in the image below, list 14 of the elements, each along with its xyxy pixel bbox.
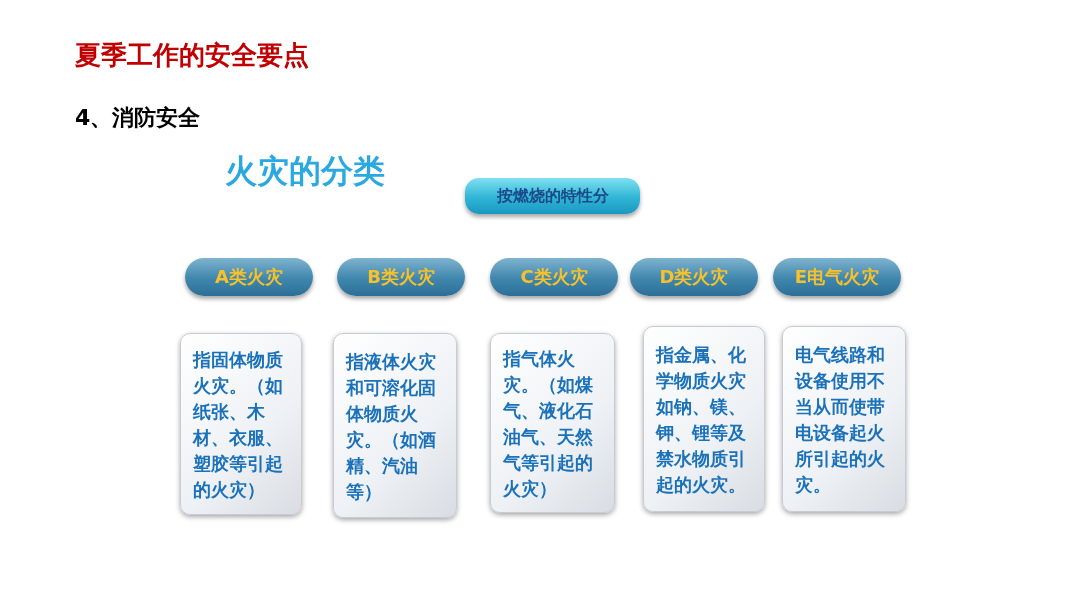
category-pill: A类火灾 bbox=[185, 258, 313, 296]
category-pill: 按燃烧的特性分 bbox=[465, 178, 640, 214]
description-card: 指金属、化学物质火灾如钠、镁、钾、锂等及禁水物质引起的火灾。 bbox=[643, 326, 765, 512]
description-card: 电气线路和设备使用不当从而使带电设备起火所引起的火灾。 bbox=[782, 326, 906, 512]
description-card: 指气体火灾。（如煤气、液化石油气、天然气等引起的火灾） bbox=[490, 333, 615, 513]
category-pill: D类火灾 bbox=[630, 258, 758, 296]
category-pill: C类火灾 bbox=[490, 258, 618, 296]
category-pill: B类火灾 bbox=[337, 258, 465, 296]
subheading: 火灾的分类 bbox=[225, 151, 385, 192]
description-card: 指液体火灾和可溶化固体物质火灾。（如酒精、汽油等） bbox=[333, 333, 457, 518]
category-pill: E电气火灾 bbox=[773, 258, 901, 296]
description-card: 指固体物质火灾。（如纸张、木材、衣服、塑胶等引起的火灾） bbox=[180, 333, 302, 515]
slide-title: 夏季工作的安全要点 bbox=[75, 39, 309, 72]
section-heading: 4、消防安全 bbox=[75, 104, 201, 132]
